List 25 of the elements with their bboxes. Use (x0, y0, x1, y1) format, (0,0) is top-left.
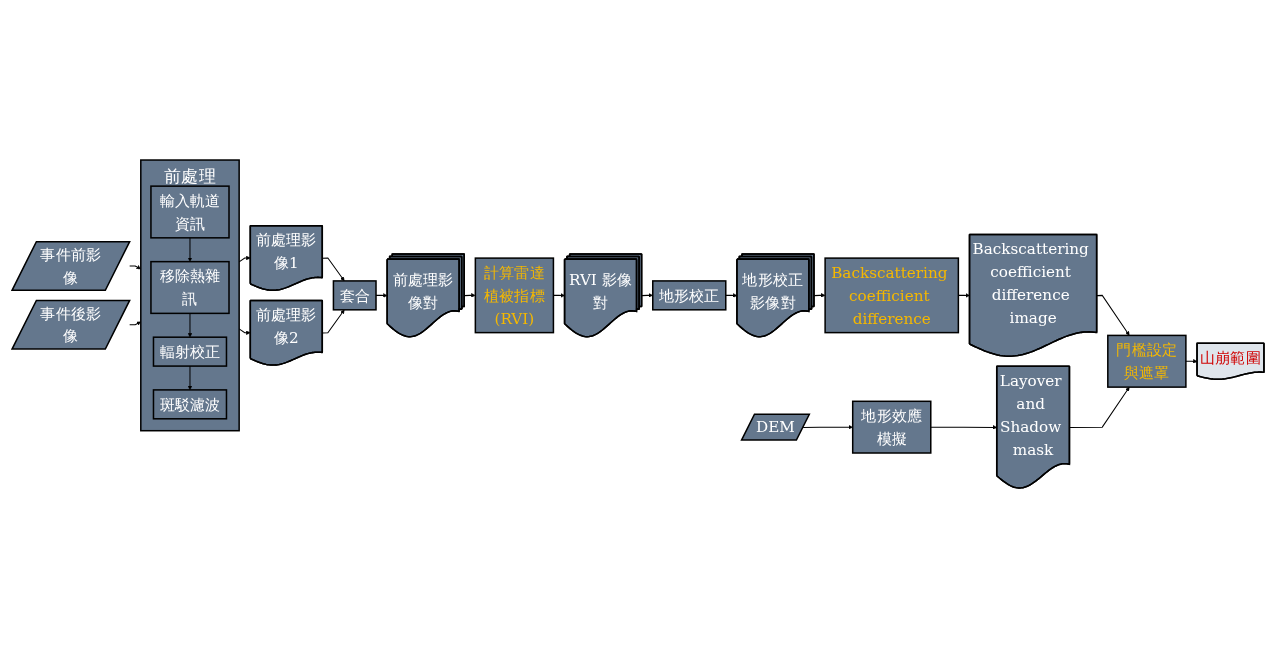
arrow (930, 425, 998, 430)
node-box: 斑駁濾波 (152, 389, 228, 420)
node-box: 門檻設定與遮罩 (1107, 334, 1187, 388)
node-box: 計算雷達植被指標(RVI) (474, 257, 555, 334)
arrow (463, 293, 476, 298)
arrow (187, 312, 193, 338)
arrow (1069, 386, 1130, 428)
node-box: 地形校正 (652, 280, 727, 311)
arrow (802, 424, 853, 430)
arrow (322, 257, 345, 282)
node-box: 套合 (332, 280, 377, 311)
arrow (1096, 294, 1130, 336)
arrow (187, 237, 193, 262)
arrow (641, 293, 653, 298)
node-box: 地形效應模擬 (851, 400, 932, 454)
arrow (813, 293, 826, 298)
arrow (129, 265, 141, 270)
arrow (187, 365, 193, 391)
node-box: Backscattering coefficient difference (824, 257, 960, 334)
node-box: 輻射校正 (152, 336, 228, 367)
arrow (1185, 359, 1198, 364)
arrow (322, 309, 345, 334)
arrow (129, 321, 141, 326)
node-box: 移除熱雜訊 (150, 260, 230, 315)
node-box: 輸入軌道資訊 (150, 185, 230, 239)
